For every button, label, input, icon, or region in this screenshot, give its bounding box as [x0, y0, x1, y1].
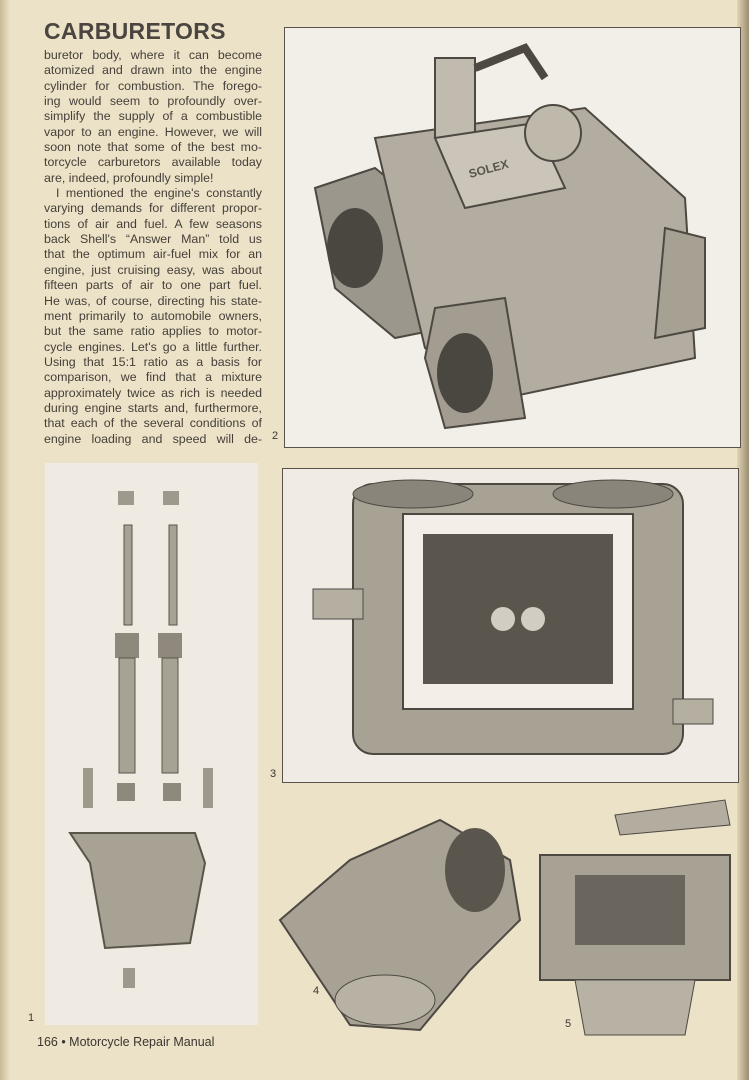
jets-parts-illustration: [68, 491, 213, 988]
text-line: cylinder for combustion. The forego-: [44, 78, 262, 93]
text-line: engine loading and speed will de-: [44, 431, 262, 446]
text-line: I mentioned the engine's constantly: [56, 186, 262, 201]
text-line: simplify the supply of a combustible: [44, 109, 262, 124]
figure-2-carburetor-photo: SOLEX: [284, 27, 741, 448]
text-line: vapor to an engine. However, we will: [44, 124, 262, 139]
text-line: approximately twice as rich is needed: [44, 385, 262, 400]
figure-5-number: 5: [565, 1018, 572, 1030]
text-line: fifteen parts of air to one part fuel.: [44, 278, 262, 293]
figure-3-carburetor-top-view-photo: [282, 468, 739, 783]
text-line: during engine starts and, furthermore,: [44, 400, 262, 415]
figure-5-carburetor-side-photo: [535, 795, 740, 1055]
carburetor-side-illustration: [278, 818, 522, 1032]
page-binding-shadow: [0, 0, 10, 1080]
text-line: varying demands for different propor-: [44, 201, 262, 216]
carburetor-top-illustration: [283, 469, 738, 782]
figure-3-number: 3: [270, 768, 277, 780]
text-line: that the optimum air-fuel mix for an: [44, 247, 262, 262]
text-line: that each of the several conditions of: [44, 416, 262, 431]
text-line: comparison, we find that a mixture: [44, 370, 262, 385]
carburetor-illustration: SOLEX: [285, 28, 740, 447]
text-line: ing would seem to profoundly over-: [44, 94, 262, 109]
figure-1-jets-parts-photo: [45, 463, 258, 1025]
figure-2-number: 2: [272, 430, 279, 442]
text-line: ment primarily to automobile owners,: [44, 308, 262, 323]
text-line: back Shell's “Answer Man” told us: [44, 232, 262, 247]
text-line: buretor body, where it can become: [44, 48, 262, 62]
carburetor-side-illustration-2: [539, 799, 731, 1036]
page-footer: 166 • Motorcycle Repair Manual: [37, 1035, 215, 1049]
text-line: tions of air and fuel. A few seasons: [44, 216, 262, 231]
text-line: Using that 15:1 ratio as a basis for: [44, 354, 262, 369]
page-title: CARBURETORS: [44, 18, 226, 44]
text-line: engine, just cruising easy, was about: [44, 262, 262, 277]
figure-4-carburetor-side-photo: [270, 800, 530, 1035]
text-line: are, indeed, profoundly simple!: [44, 170, 214, 185]
text-line: but the same ratio applies to motor-: [44, 324, 262, 339]
body-text-column: buretor body, where it can become atomiz…: [44, 48, 262, 447]
text-line: cycle engines. Let's go a little further…: [44, 339, 262, 354]
text-line: torcycle carburetors available today: [44, 155, 262, 170]
figure-4-number: 4: [313, 985, 320, 997]
text-line: He was, of course, directing his state-: [44, 293, 262, 308]
text-line: atomized and drawn into the engine: [44, 63, 262, 78]
text-line: soon note that some of the best mo-: [44, 140, 262, 155]
figure-1-number: 1: [28, 1012, 35, 1024]
